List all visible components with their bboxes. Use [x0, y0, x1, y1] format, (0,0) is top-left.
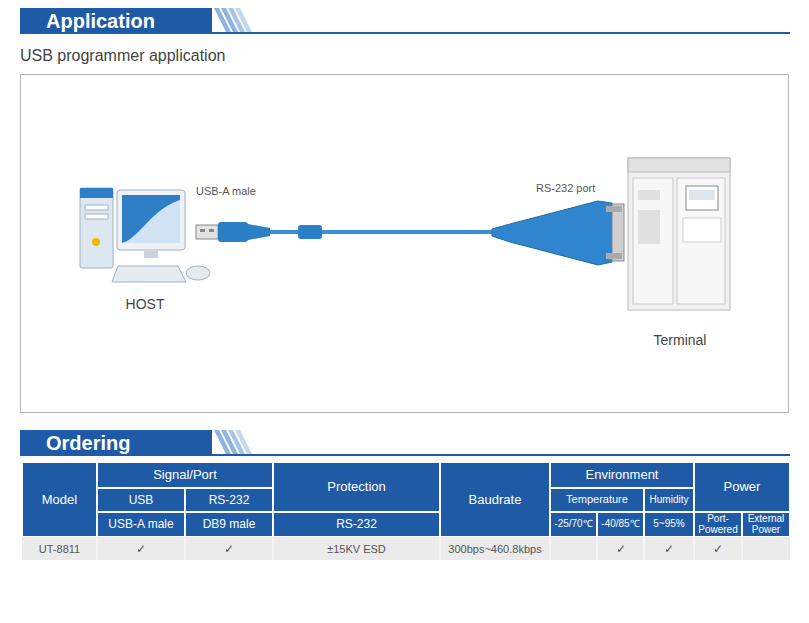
monitor-stand [144, 250, 158, 258]
section-title: Application [20, 8, 212, 34]
screen-curve [122, 200, 180, 243]
section-title: Ordering [20, 430, 212, 456]
cell-divider [550, 537, 551, 560]
cabinet-top [628, 158, 730, 172]
drive-slot [85, 205, 108, 210]
header-block [20, 430, 212, 456]
plug-hole [200, 229, 205, 232]
cabinet-door [633, 178, 673, 304]
panel-slot [638, 190, 660, 200]
header-rule [20, 454, 790, 456]
tower-top [80, 188, 113, 198]
tower-case [80, 188, 113, 268]
table-cell: UT-8811 [22, 537, 97, 560]
cell-divider [694, 537, 695, 560]
table-header-cell: DB9 male [185, 512, 273, 537]
table-header-cell: Environment [550, 462, 694, 488]
table-header-cell: Protection [273, 462, 440, 512]
subtitle: USB programmer application [20, 47, 225, 65]
terminal-cabinet [628, 158, 730, 310]
panel-window [683, 218, 721, 242]
thumbscrew [606, 253, 622, 259]
table-header-cell: RS-232 [273, 512, 440, 537]
table-header-cell: Power [694, 462, 790, 512]
terminal-device: Terminal [622, 152, 738, 348]
table-cell: ✓ [185, 537, 273, 560]
port-label: USB-A male [196, 185, 256, 197]
host-computer: HOST [70, 182, 220, 312]
plug-hole [209, 229, 214, 232]
cell-divider [97, 537, 98, 560]
thumbscrew [606, 206, 622, 212]
table-header-cell: External Power [742, 512, 790, 537]
mouse [186, 266, 210, 280]
monitor-screen [122, 195, 180, 243]
db9-shell [612, 204, 624, 261]
application-frame [21, 75, 789, 413]
table-header-cell: 5~95% [644, 512, 694, 537]
host-computer [80, 188, 210, 282]
db9-adapter [492, 201, 624, 265]
table-header-cell: -40/85℃ [597, 512, 644, 537]
table-header-cell: -25/70℃ [550, 512, 597, 537]
table-cell: ✓ [97, 537, 185, 560]
display-panel [686, 186, 718, 210]
table-header-cell: Signal/Port [97, 462, 273, 488]
cabinet-body [628, 158, 730, 310]
node-label: HOST [126, 296, 165, 312]
cell-divider [742, 537, 743, 560]
port-label: RS-232 port [536, 182, 595, 194]
data-row-band [22, 537, 790, 560]
ordering-header [20, 430, 790, 456]
table-cell: 300bps~460.8kbps [440, 537, 550, 560]
ferrite-core [298, 225, 322, 239]
cell-divider [185, 537, 186, 560]
table-cell: ✓ [694, 537, 742, 560]
table-header-cell: USB [97, 488, 185, 512]
node-label: Terminal [654, 332, 707, 348]
adapter-body [492, 201, 612, 265]
monitor [117, 190, 185, 250]
cell-divider [273, 537, 274, 560]
cell-divider [597, 537, 598, 560]
header-block [20, 8, 212, 34]
table-header-cell: RS-232 [185, 488, 273, 512]
cell-divider [440, 537, 441, 560]
row-background [22, 537, 790, 560]
plug-body [218, 222, 248, 242]
plug-metal [196, 225, 218, 239]
strain-relief [248, 224, 270, 240]
header-rule [20, 32, 790, 34]
table-header-cell: USB-A male [97, 512, 185, 537]
header-stripe [235, 8, 252, 32]
table-header-cell: Humidity [644, 488, 694, 512]
drive-slot [85, 214, 108, 219]
table-cell: ✓ [644, 537, 694, 560]
panel-slot [638, 210, 660, 244]
table-header-cell: Baudrate [440, 462, 550, 537]
table-header-cell: Model [22, 462, 97, 537]
display-screen [689, 190, 715, 200]
cabinet-door [677, 178, 725, 304]
table-header-cell: Temperature [550, 488, 644, 512]
header-stripe [235, 430, 252, 454]
table-cell: ✓ [597, 537, 644, 560]
usb-plug [196, 222, 270, 242]
cell-divider [644, 537, 645, 560]
power-button [92, 238, 100, 246]
keyboard [112, 266, 186, 282]
application-header [20, 8, 790, 34]
table-cell: ±15KV ESD [273, 537, 440, 560]
table-header-cell: Port-Powered [694, 512, 742, 537]
